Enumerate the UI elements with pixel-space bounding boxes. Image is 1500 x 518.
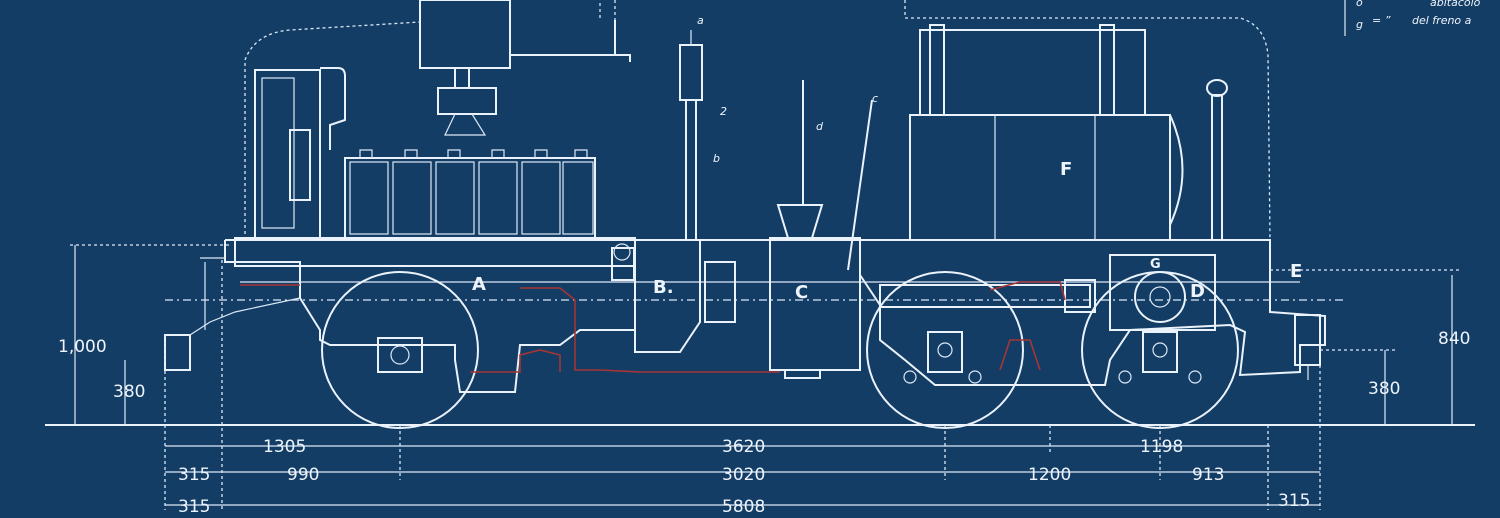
final-drive-case xyxy=(1109,254,1216,331)
cab-outline-left xyxy=(244,21,421,240)
clutch-flange xyxy=(611,247,635,281)
radiator xyxy=(254,69,321,241)
label-d-small: d xyxy=(816,120,824,133)
buffer-right xyxy=(1294,314,1321,366)
label-a-engine: A xyxy=(472,274,486,295)
legend-sym-2-eq: = ” xyxy=(1372,14,1391,27)
flywheel-housing xyxy=(289,129,311,201)
label-a-small: a xyxy=(697,14,704,27)
drive-shaft xyxy=(879,284,1091,308)
spring-pin-1 xyxy=(903,370,917,384)
control-head xyxy=(679,44,703,101)
wheel-middle xyxy=(866,271,1024,429)
dim-1198: 1198 xyxy=(1140,437,1183,457)
red-hidden-line xyxy=(240,281,1066,373)
axlebox-right-hub xyxy=(1152,342,1168,358)
label-f-tank: F xyxy=(1060,159,1072,180)
axlebox-left xyxy=(377,337,423,373)
frame-outline xyxy=(225,239,1326,386)
dim-913: 913 xyxy=(1192,465,1224,485)
dim-3020: 3020 xyxy=(722,465,765,485)
label-e: E xyxy=(1290,261,1302,282)
fuel-tank-top xyxy=(919,29,1146,116)
top-tank xyxy=(419,0,511,69)
dim-1000: 1,000 xyxy=(58,337,107,357)
tank-post-2 xyxy=(1099,24,1115,116)
carburettor-funnel xyxy=(444,113,487,136)
spring-pin-3 xyxy=(1118,370,1132,384)
control-rod xyxy=(685,99,697,241)
coupling xyxy=(704,261,736,323)
label-b-clutch: B. xyxy=(653,277,674,298)
dim-380-left: 380 xyxy=(113,382,145,402)
axlebox-right xyxy=(1142,331,1178,373)
axlebox-middle xyxy=(927,331,963,373)
carburettor-column xyxy=(454,67,470,89)
buffer-beam-left xyxy=(189,262,301,336)
legend-sym-1: o xyxy=(1356,0,1363,9)
lift-eye xyxy=(613,243,631,261)
label-2-small: 2 xyxy=(720,105,727,118)
dim-1200: 1200 xyxy=(1028,465,1071,485)
shaft-coupling xyxy=(1064,279,1096,313)
spring-pin-2 xyxy=(968,370,982,384)
label-b-small: b xyxy=(713,152,720,165)
frame-left xyxy=(224,240,636,393)
label-c-small: c xyxy=(872,92,878,105)
top-pipe xyxy=(510,20,631,62)
dim-5808: 5808 xyxy=(722,497,765,517)
final-drive-hub xyxy=(1149,286,1171,308)
axlebox-left-hub xyxy=(390,345,410,365)
dim-1305: 1305 xyxy=(263,437,306,457)
exhaust-cap xyxy=(1206,79,1228,97)
radiator-pipe xyxy=(320,67,346,150)
gearbox-hopper xyxy=(776,204,824,239)
lever-c xyxy=(847,99,873,271)
fuel-tank xyxy=(909,114,1171,241)
gearbox-drain xyxy=(784,369,821,379)
label-d-final-drive: D xyxy=(1190,281,1205,302)
fuel-tank-end xyxy=(1169,114,1184,226)
dim-315-left: 315 xyxy=(178,497,210,517)
engine-cylinders xyxy=(344,149,596,239)
dim-ticks xyxy=(164,260,1321,510)
frame-left-lower xyxy=(164,334,191,371)
exhaust-pipe xyxy=(1211,94,1223,241)
spring-pin-4 xyxy=(1188,370,1202,384)
dim-990: 990 xyxy=(287,465,319,485)
legend-sym-2: g xyxy=(1356,18,1363,31)
axlebox-middle-hub xyxy=(937,342,953,358)
label-c-gearbox: C xyxy=(795,282,808,303)
label-g: G xyxy=(1150,257,1161,272)
dim-315-right: 315 xyxy=(1278,491,1310,511)
dim-380-right: 380 xyxy=(1368,379,1400,399)
legend-row-1: abitacolo xyxy=(1430,0,1481,9)
gearbox xyxy=(769,237,861,371)
cab-outline-right xyxy=(904,0,1271,241)
radiator-inner xyxy=(261,77,295,229)
dim-315-row2: 315 xyxy=(178,465,210,485)
carburettor-coil xyxy=(437,87,497,115)
legend-row-2: del freno a xyxy=(1412,14,1472,27)
final-drive xyxy=(1134,271,1186,323)
dim-840: 840 xyxy=(1438,329,1470,349)
dim-3620: 3620 xyxy=(722,437,765,457)
tank-post-1 xyxy=(929,24,945,116)
